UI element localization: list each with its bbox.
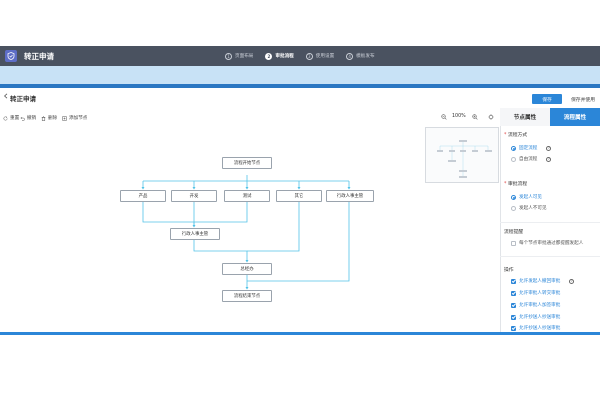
save-button[interactable]: 保存 [532,94,562,104]
step-number: 2 [265,52,273,60]
step-publish[interactable]: 4 模板发布 [346,52,375,60]
step-number: 4 [346,52,354,60]
add-node-label: 添加节点 [69,116,88,121]
shield-icon [7,52,15,60]
canvas-toolbar: 重置 撤销 删除 添加节点 [0,113,500,125]
radio-initiator-invisible[interactable]: 发起人不可见 [511,205,547,211]
checkbox-indicator [511,314,516,320]
radio-indicator [511,145,516,151]
radio-label: 发起人不可见 [519,206,547,211]
flow-mode-title: * 流程方式 [504,133,528,138]
zoom-in-icon[interactable] [472,114,478,120]
step-label: 审批流程 [275,54,294,59]
app-title: 转正申请 [24,52,54,61]
footer-accent-line [0,332,600,335]
flow-node-ceo-office[interactable]: 总经办 [222,263,272,275]
header-band [0,66,600,84]
step-number: 1 [225,52,232,60]
checkbox-label: 每个节点审批通过都提醒发起人 [519,241,584,246]
app-logo [5,50,17,62]
flow-edges [141,175,351,290]
step-layout[interactable]: 1 页面布局 [225,52,254,60]
radio-indicator [511,205,516,211]
undo-label: 撤销 [27,116,37,121]
checkbox-allow-transfer[interactable]: 允许审批人转交审批 [511,290,560,296]
section-divider [500,256,600,257]
radio-fixed-flow[interactable]: 固定流程 ? [511,145,552,151]
minimap-preview [437,140,492,178]
checkbox-allow-add-signer[interactable]: 允许审批人加签审批 [511,302,560,308]
checkbox-indicator [511,290,516,296]
step-label: 页面布局 [235,54,254,59]
section-divider [500,222,600,223]
trash-icon [41,115,46,121]
tab-node-properties[interactable]: 节点属性 [500,108,550,126]
flow-node-hr-manager-branch[interactable]: 行政人事主管 [326,190,374,202]
add-node-button[interactable]: 添加节点 [62,115,87,121]
reset-label: 重置 [10,116,20,121]
properties-tabs: 节点属性 流程属性 [500,108,600,126]
step-number: 3 [305,52,313,60]
radio-indicator [511,156,516,162]
checkbox-label: 允许发起人撤回审批 [519,279,561,284]
radio-initiator-visible[interactable]: 发起人可见 [511,194,542,200]
step-wizard: 1 页面布局 2 审批流程 3 使用设置 4 模板发布 [225,51,375,61]
step-approval-flow[interactable]: 2 审批流程 [265,52,294,60]
refresh-icon [3,115,8,120]
checkbox-allow-withdraw[interactable]: 允许发起人撤回审批 ? [511,278,575,284]
checkbox-label: 允许抄送人抄送审批 [519,315,561,320]
flow-node-test[interactable]: 测试 [224,190,270,202]
add-node-icon [62,115,67,121]
checkbox-notify-initiator[interactable]: 每个节点审批通过都提醒发起人 [511,240,583,246]
radio-label: 自由流程 [519,157,538,162]
help-icon[interactable]: ? [546,156,552,162]
operations-title: 操作 [504,268,514,273]
delete-label: 删除 [48,116,58,121]
reset-button[interactable]: 重置 [3,115,19,121]
radio-free-flow[interactable]: 自由流程 ? [511,156,552,162]
checkbox-allow-cc-2[interactable]: 允许抄送人抄送审批 [511,325,560,331]
flow-node-product[interactable]: 产品 [120,190,166,202]
zoom-level: 100% [452,114,466,119]
step-label: 模板发布 [356,54,375,59]
checkbox-label: 允许审批人加签审批 [519,303,561,308]
flow-start-node[interactable]: 流程开始节点 [222,157,272,169]
radio-label: 发起人可见 [519,195,542,200]
checkbox-allow-cc[interactable]: 允许抄送人抄送审批 [511,314,560,320]
form-title: 转正申请 [10,95,36,103]
flow-properties-panel: * 流程方式 固定流程 ? 自由流程 ? * 审批流程 发起人可见 发起人不可见… [500,126,600,332]
checkbox-indicator [511,302,516,308]
app-header: 转正申请 1 页面布局 2 审批流程 3 使用设置 4 模板发布 [0,46,600,66]
checkbox-indicator [511,240,516,246]
step-settings[interactable]: 3 使用设置 [305,52,335,60]
tab-flow-properties[interactable]: 流程属性 [550,108,600,126]
back-arrow-icon[interactable] [3,93,9,99]
save-and-use-button[interactable]: 保存并使用 [566,94,600,104]
step-label: 使用设置 [315,54,335,59]
checkbox-label: 允许抄送人抄送审批 [519,326,561,331]
flow-canvas[interactable]: 流程开始节点 产品 开发 测试 其它 行政人事主管 行政人事主管 总经办 流程结… [0,126,500,332]
checkbox-indicator [511,278,516,284]
radio-label: 固定流程 [519,146,538,151]
delete-button[interactable]: 删除 [41,115,57,121]
fit-view-icon[interactable] [488,114,494,120]
zoom-out-icon[interactable] [441,114,447,120]
flow-node-other[interactable]: 其它 [276,190,322,202]
canvas-minimap[interactable] [425,127,499,183]
help-icon[interactable]: ? [546,145,552,151]
flow-node-hr-manager[interactable]: 行政人事主管 [170,228,220,240]
approval-flow-title: * 审批流程 [504,182,528,187]
radio-indicator [511,194,516,200]
checkbox-indicator [511,325,516,331]
flow-node-dev[interactable]: 开发 [171,190,217,202]
undo-icon [20,116,25,121]
help-icon[interactable]: ? [569,278,575,284]
reminder-title: 流程提醒 [504,230,524,235]
undo-button[interactable]: 撤销 [20,115,36,121]
flow-end-node[interactable]: 流程结束节点 [222,290,272,302]
checkbox-label: 允许审批人转交审批 [519,291,561,296]
header-band-line [0,84,600,88]
panel-divider [500,126,501,332]
